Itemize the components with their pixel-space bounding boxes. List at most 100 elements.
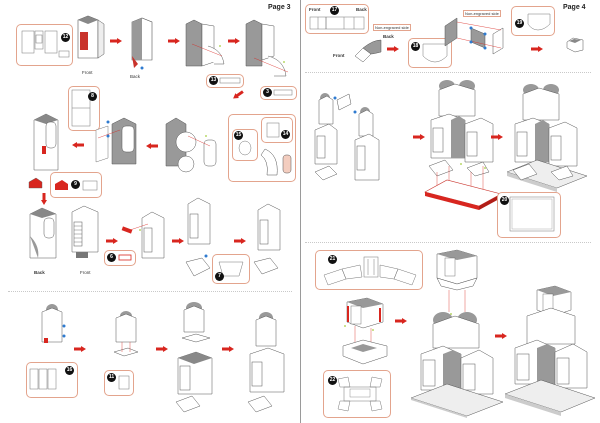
page-number-label: Page 3 bbox=[268, 4, 291, 11]
next-arrow-icon bbox=[413, 134, 425, 140]
step-3-callout: 3 bbox=[260, 86, 297, 100]
step-badge: 21 bbox=[328, 255, 337, 264]
caption-front: Front bbox=[333, 53, 345, 58]
next-arrow-icon bbox=[106, 238, 118, 244]
step-20-callout: 20 bbox=[497, 192, 561, 238]
torso-exploded bbox=[342, 297, 388, 365]
step-badge: 19 bbox=[515, 19, 524, 28]
step-9-callout: 9 bbox=[50, 172, 102, 198]
step-11-callout: 11 bbox=[104, 370, 134, 396]
waist-exploded-assembly bbox=[444, 17, 504, 55]
caption-front: Front bbox=[82, 70, 93, 75]
legs-with-waist-exploded bbox=[314, 93, 380, 181]
next-arrow-icon bbox=[531, 46, 543, 52]
arm-front-view bbox=[71, 205, 99, 258]
step-badge: 6 bbox=[107, 253, 116, 262]
part-shape bbox=[266, 122, 280, 138]
step-badge: 8 bbox=[88, 92, 97, 101]
section-divider bbox=[305, 242, 591, 243]
small-part bbox=[55, 180, 68, 190]
next-arrow-icon bbox=[233, 90, 244, 99]
page-number-label: Page 4 bbox=[563, 4, 586, 11]
caption-back: Back bbox=[383, 34, 394, 39]
part-strip bbox=[219, 77, 241, 84]
assembly-step-shoulder-2 bbox=[245, 19, 289, 77]
part-back-view bbox=[131, 17, 153, 70]
step-badge: 20 bbox=[500, 196, 509, 205]
next-arrow-icon bbox=[156, 346, 168, 352]
caption-back: Back bbox=[356, 7, 367, 12]
next-arrow-icon bbox=[172, 238, 184, 244]
step-12-parts-diagram bbox=[21, 30, 70, 58]
step-badge: 17 bbox=[330, 6, 339, 15]
step-badge: 14 bbox=[281, 130, 290, 139]
next-arrow-icon bbox=[146, 143, 158, 149]
section-divider bbox=[8, 291, 292, 292]
step-badge: 7 bbox=[215, 272, 224, 281]
part-shape bbox=[422, 43, 448, 63]
step-17-callout: Front 17 Back bbox=[305, 4, 369, 34]
leg-completed bbox=[247, 312, 285, 413]
part-front-view bbox=[77, 15, 105, 59]
step-6-callout: 6 bbox=[104, 250, 136, 266]
assembly-arm-panel bbox=[95, 117, 137, 165]
assembly-arm-shoulder bbox=[165, 117, 217, 173]
caption-back: Back bbox=[34, 270, 45, 275]
next-arrow-icon bbox=[387, 46, 399, 52]
next-arrow-icon bbox=[234, 238, 246, 244]
section-divider bbox=[305, 72, 591, 73]
step-badge: 11 bbox=[107, 373, 116, 382]
leg-with-plate bbox=[113, 311, 139, 357]
part-shape bbox=[218, 261, 244, 277]
arm-completed bbox=[253, 203, 281, 275]
part-strip bbox=[309, 16, 365, 30]
caption-front: Front bbox=[80, 270, 91, 275]
next-arrow-icon bbox=[395, 318, 407, 324]
next-arrow-icon bbox=[74, 346, 86, 352]
torso-onto-legs-exploded bbox=[410, 249, 504, 418]
next-arrow-icon bbox=[228, 38, 240, 44]
leg-upper-part bbox=[41, 304, 66, 343]
step-12-callout: 12 bbox=[16, 24, 73, 66]
step-badge: 3 bbox=[263, 88, 272, 97]
page-spine bbox=[300, 0, 301, 423]
part-shape bbox=[29, 368, 57, 390]
next-arrow-icon bbox=[491, 134, 503, 140]
assembly-arm-left bbox=[33, 113, 59, 171]
next-arrow-icon bbox=[495, 333, 507, 339]
step-22-callout: 22 bbox=[323, 370, 391, 418]
torso-base-part bbox=[337, 376, 383, 412]
next-arrow-icon bbox=[168, 38, 180, 44]
waist-completed bbox=[566, 37, 584, 53]
caption-back: Back bbox=[130, 74, 141, 79]
step-15-inner-callout: 15 bbox=[232, 129, 258, 161]
arm-with-part-6 bbox=[121, 211, 165, 259]
part-panel bbox=[71, 89, 91, 127]
next-arrow-icon bbox=[72, 142, 84, 148]
part-shape bbox=[527, 13, 551, 31]
leg-attach-to-body bbox=[175, 302, 213, 413]
step-7-callout: 7 bbox=[212, 254, 250, 284]
step-badge: 22 bbox=[328, 376, 337, 385]
step-badge: 9 bbox=[71, 180, 80, 189]
torso-strip-part bbox=[323, 256, 417, 286]
next-arrow-icon bbox=[222, 346, 234, 352]
caption-front: Front bbox=[309, 7, 321, 12]
assembly-step-shoulder bbox=[185, 19, 225, 67]
part-strip bbox=[273, 89, 293, 96]
next-arrow-icon bbox=[41, 193, 47, 205]
legs-on-base-completed bbox=[506, 84, 588, 192]
step-13-callout: 13 bbox=[206, 74, 244, 88]
step-badge: 12 bbox=[61, 33, 70, 42]
part-shape bbox=[118, 375, 130, 390]
page-3: Page 3 12 Front Back 13 bbox=[8, 4, 297, 413]
arm-back-view bbox=[29, 207, 57, 259]
legs-onto-base-exploded bbox=[424, 80, 502, 210]
step-14-inner-callout: 14 bbox=[261, 117, 293, 143]
arm-part-assembly bbox=[260, 148, 292, 176]
arm-with-hand bbox=[185, 197, 211, 277]
step-badge: 16 bbox=[65, 366, 74, 375]
step-16-callout: 16 bbox=[26, 362, 78, 398]
next-arrow-icon bbox=[110, 38, 122, 44]
step-14-15-callout: 15 14 bbox=[228, 114, 296, 182]
